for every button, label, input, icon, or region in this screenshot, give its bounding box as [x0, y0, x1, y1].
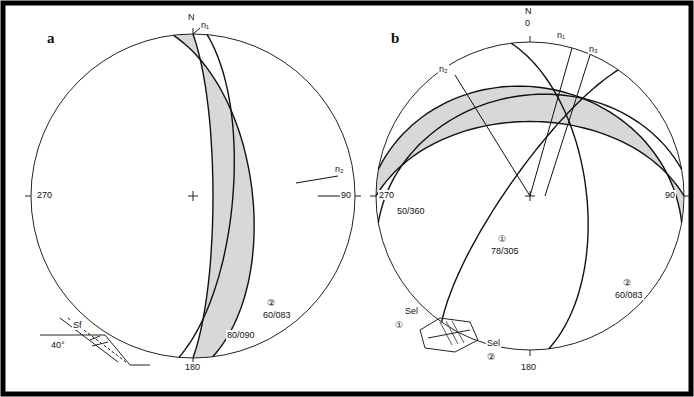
annotation-label: 78/305 — [490, 246, 520, 256]
annotation-label: Sel — [404, 306, 419, 316]
shaded-zone — [173, 34, 254, 358]
great-circle — [179, 35, 234, 358]
annotation-label: 0 — [524, 18, 531, 28]
annotation-label: n₃ — [588, 44, 599, 54]
great-circle — [378, 94, 681, 223]
primitive-circle — [376, 42, 684, 350]
annotation-label: Sf — [72, 320, 83, 330]
annotation-label: n₁ — [200, 20, 210, 30]
annotation-label: 90 — [664, 190, 676, 200]
annotation-label: 60/083 — [262, 310, 292, 320]
stereonet-b — [370, 36, 690, 356]
stereonet-a — [25, 28, 361, 364]
great-circle — [442, 70, 619, 322]
pole-line — [296, 176, 338, 183]
annotation-label: 270 — [378, 190, 395, 200]
annotation-label: 80/090 — [226, 330, 256, 340]
primitive-circle — [31, 34, 355, 358]
centre-cross — [188, 191, 198, 201]
great-circle — [193, 34, 213, 358]
annotation-label: ① — [394, 320, 404, 330]
annotation-label: ② — [622, 278, 632, 288]
shaded-zone — [376, 86, 684, 223]
annotation-label: N — [187, 12, 196, 22]
annotation-label: 50/360 — [396, 206, 426, 216]
tick-marks — [25, 28, 361, 364]
pole-line — [193, 28, 200, 34]
panel-letter: b — [390, 30, 400, 46]
inset-sketches — [40, 318, 478, 365]
pole-line — [455, 75, 530, 196]
annotation-label: 90 — [340, 190, 352, 200]
annotation-label: 180 — [184, 362, 201, 372]
annotation-label: 60/083 — [614, 290, 644, 300]
tick-marks — [370, 36, 690, 356]
great-circle — [511, 43, 588, 349]
annotation-label: 180 — [520, 362, 537, 372]
annotation-label: 270 — [36, 190, 53, 200]
annotation-label: Sel — [486, 338, 501, 348]
annotation-label: N — [524, 6, 533, 16]
annotation-label: ② — [486, 352, 496, 362]
annotation-label: n₂ — [438, 64, 449, 74]
great-circle — [376, 122, 684, 197]
annotation-label: ① — [497, 234, 507, 244]
annotation-label: 40° — [50, 340, 66, 350]
panel-letter: a — [46, 30, 56, 46]
annotation-label: ② — [266, 298, 276, 308]
annotation-label: n₁ — [556, 30, 566, 40]
pole-line — [530, 48, 572, 196]
annotation-label: n₂ — [334, 164, 345, 174]
frame — [3, 3, 691, 394]
great-circle — [378, 86, 681, 223]
pole-line — [545, 55, 590, 196]
